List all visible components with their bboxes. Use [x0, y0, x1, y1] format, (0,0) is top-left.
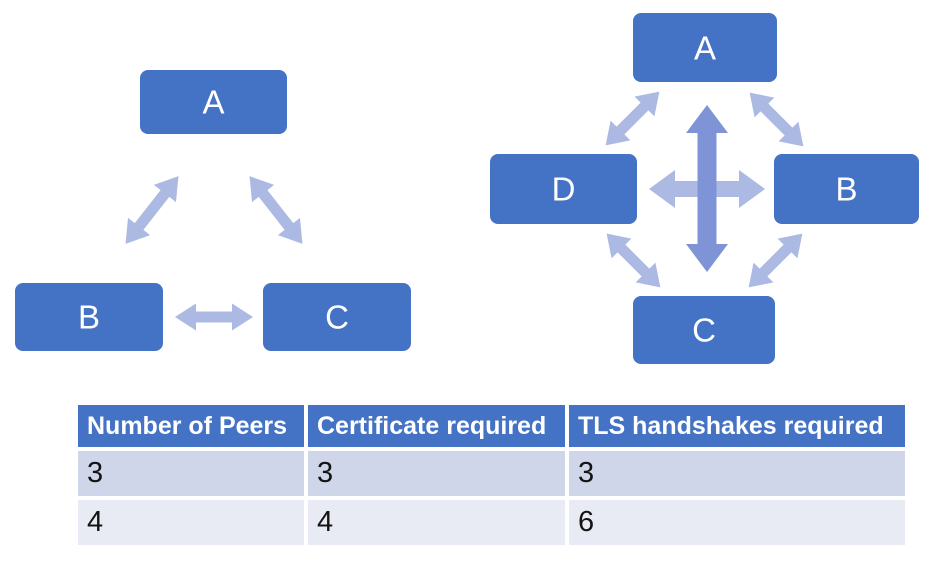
- table-cell-row2-handshakes: 6: [569, 500, 905, 545]
- node-d-box: [490, 154, 637, 224]
- node-a-box: [140, 70, 287, 134]
- table-cell-row1-peers: 3: [78, 451, 304, 496]
- node-b-box: [774, 154, 919, 224]
- node-b-label: B: [835, 171, 857, 208]
- node-c-box: [263, 283, 411, 351]
- double-arrow-a-c-icon: [249, 176, 303, 244]
- table-cell-row1-handshakes: 3: [569, 451, 905, 496]
- node-d-label: D: [552, 171, 576, 208]
- node-a-label: A: [694, 30, 716, 67]
- node-a: A: [633, 13, 777, 82]
- node-c-box: [633, 296, 775, 364]
- node-a-box: [633, 13, 777, 82]
- node-c: C: [633, 296, 775, 364]
- double-arrow-b-c-icon: [748, 233, 803, 288]
- node-a-label: A: [202, 84, 224, 121]
- table-header-tls-handshakes-required: TLS handshakes required: [569, 405, 905, 447]
- double-arrow-a-d-icon: [605, 91, 660, 146]
- node-b-box: [15, 283, 163, 351]
- double-arrow-a-b-icon: [125, 176, 179, 244]
- four-peer-mesh-diagram: A D B C: [490, 13, 919, 364]
- node-b: B: [15, 283, 163, 351]
- node-c-label: C: [325, 299, 349, 336]
- double-arrow-b-c-icon: [175, 303, 253, 331]
- table-cell-row2-peers: 4: [78, 500, 304, 545]
- double-arrow-a-b-icon: [749, 92, 804, 147]
- node-b-label: B: [78, 299, 100, 336]
- peer-comparison-table: Number of Peers Certificate required TLS…: [78, 405, 905, 545]
- node-b: B: [774, 154, 919, 224]
- table-cell-row1-certificates: 3: [308, 451, 565, 496]
- node-d: D: [490, 154, 637, 224]
- three-peer-mesh-diagram: A B C: [15, 70, 411, 351]
- node-a: A: [140, 70, 287, 134]
- node-c: C: [263, 283, 411, 351]
- double-arrow-a-c-icon: [686, 105, 728, 272]
- node-c-label: C: [692, 312, 716, 349]
- table-header-certificate-required: Certificate required: [308, 405, 565, 447]
- table-cell-row2-certificates: 4: [308, 500, 565, 545]
- table-header-number-of-peers: Number of Peers: [78, 405, 304, 447]
- double-arrow-d-c-icon: [606, 233, 661, 288]
